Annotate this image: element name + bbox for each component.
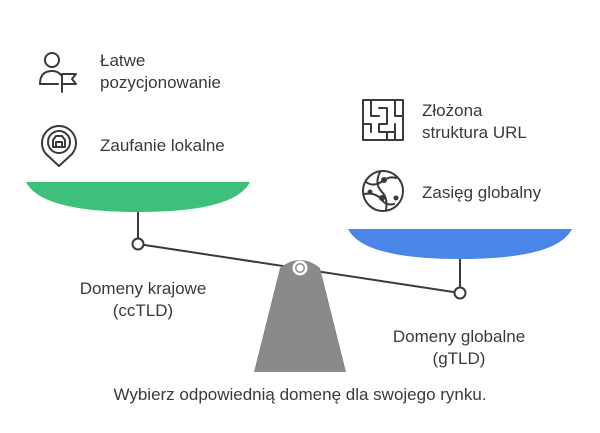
- global-reach-line1: Zasięg globalny: [422, 183, 542, 202]
- local-trust-label: Zaufanie lokalne: [100, 135, 225, 157]
- gtld-caption-line1: Domeny globalne: [392, 327, 526, 346]
- maze-icon: [362, 99, 404, 141]
- easy-positioning-line2: pozycjonowanie: [100, 73, 221, 92]
- cctld-caption-line1: Domeny krajowe: [79, 279, 207, 298]
- global-reach-label: Zasięg globalny: [422, 182, 541, 204]
- easy-positioning-line1: Łatwe: [100, 51, 146, 70]
- right-pivot: [453, 286, 467, 300]
- complex-url-line1: Złożona: [422, 101, 483, 120]
- local-trust-badge-icon: [41, 125, 77, 167]
- left-pivot: [131, 237, 145, 251]
- globe-network-icon: [362, 170, 404, 212]
- left-caption: Domeny krajowe (ccTLD): [68, 278, 218, 322]
- complex-url-line2: struktura URL: [422, 123, 527, 142]
- left-pan: [26, 182, 250, 212]
- scale-stand: [254, 260, 346, 372]
- gtld-caption-line2: (gTLD): [432, 349, 486, 368]
- footer-text: Wybierz odpowiednią domenę dla swojego r…: [113, 385, 487, 404]
- right-pan: [348, 229, 572, 259]
- easy-positioning-label: Łatwe pozycjonowanie: [100, 50, 221, 94]
- local-trust-line1: Zaufanie lokalne: [100, 136, 225, 155]
- cctld-caption-line2: (ccTLD): [112, 301, 174, 320]
- stand-pivot-core: [296, 264, 304, 272]
- right-caption: Domeny globalne (gTLD): [384, 326, 534, 370]
- footer-caption: Wybierz odpowiednią domenę dla swojego r…: [0, 384, 600, 406]
- complex-url-label: Złożona struktura URL: [422, 100, 527, 144]
- person-flag-icon: [39, 52, 77, 93]
